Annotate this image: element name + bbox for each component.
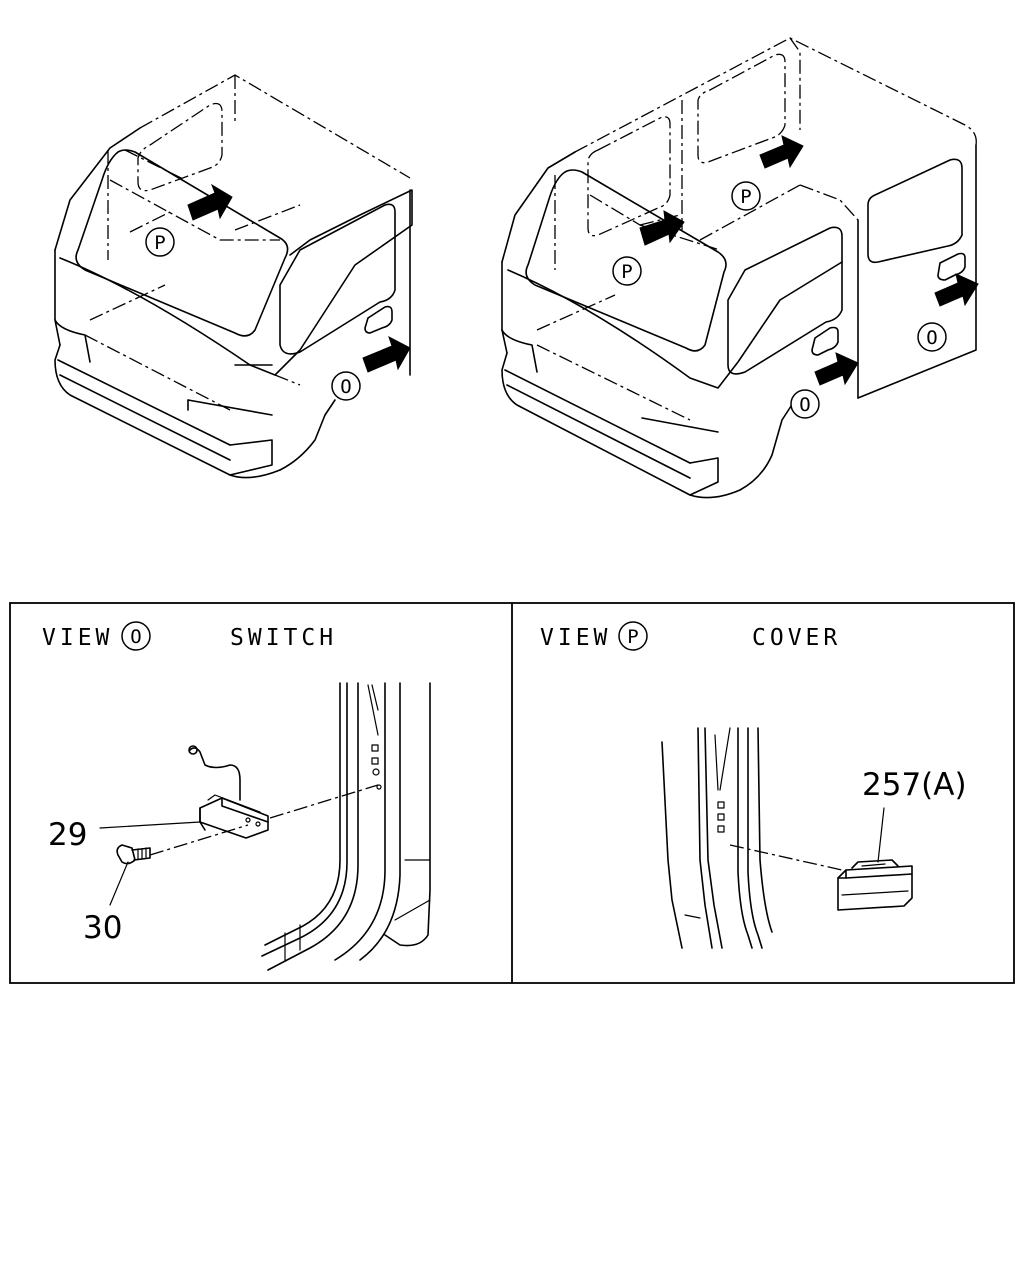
- marker-o-right-front-label: O: [799, 394, 810, 416]
- marker-o-right-rear: O: [917, 322, 947, 352]
- marker-o-left-label: O: [340, 376, 351, 398]
- marker-p-right-front: P: [612, 256, 642, 286]
- callout-29: 29: [48, 817, 87, 853]
- view-cover-panel: VIEW P COVER 257(A): [540, 621, 967, 949]
- marker-p-left: P: [145, 227, 175, 257]
- marker-o-right-front: O: [790, 389, 820, 419]
- view-switch-view-label: VIEW: [42, 625, 113, 651]
- callout-257a: 257(A): [862, 767, 967, 803]
- marker-p-right-rear: P: [731, 181, 761, 211]
- callout-30: 30: [83, 910, 122, 946]
- view-cover-view-label: VIEW: [540, 625, 611, 651]
- crew-cab-truck: [501, 37, 979, 499]
- view-cover-title: COVER: [752, 625, 841, 651]
- view-switch-marker: O: [130, 626, 141, 648]
- marker-o-right-rear-label: O: [926, 327, 937, 349]
- view-switch-panel: VIEW O SWITCH: [42, 621, 431, 971]
- marker-p-right-front-label: P: [621, 261, 632, 283]
- marker-p-right-rear-label: P: [740, 186, 751, 208]
- marker-o-left: O: [331, 371, 361, 401]
- view-cover-marker: P: [627, 626, 638, 648]
- view-switch-title: SWITCH: [230, 625, 337, 651]
- marker-p-left-label: P: [154, 232, 165, 254]
- standard-cab-truck: [54, 74, 413, 479]
